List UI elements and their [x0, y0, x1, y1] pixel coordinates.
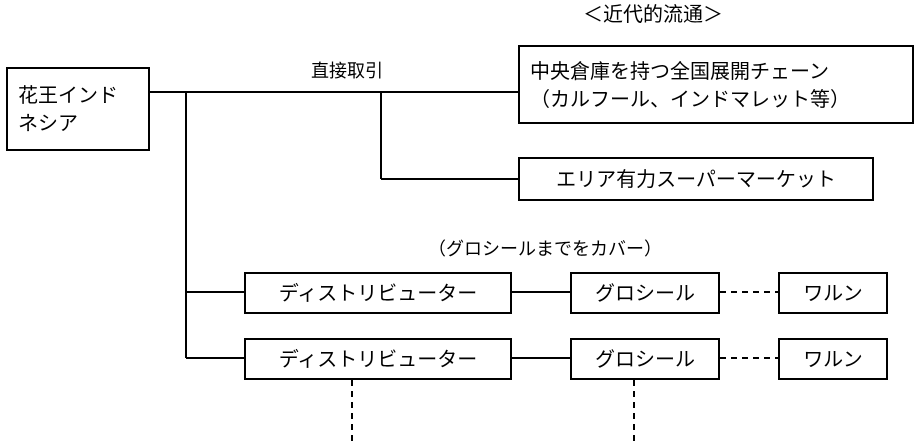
national-chain-box: 中央倉庫を持つ全国展開チェーン （カルフール、インドマレット等）: [518, 45, 914, 124]
chain-line-2: （カルフール、インドマレット等）: [530, 87, 850, 111]
direct-trade-label: 直接取引: [311, 61, 383, 82]
area-supermarket-box: エリア有力スーパーマーケット: [518, 157, 874, 201]
source-line-2: ネシア: [18, 111, 78, 135]
warung-box: ワルン: [778, 272, 888, 314]
kao-indonesia-box: 花王インド ネシア: [6, 67, 150, 151]
grosir-box: グロシール: [570, 338, 720, 380]
chain-line-1: 中央倉庫を持つ全国展開チェーン: [530, 59, 829, 83]
distributor-box: ディストリビューター: [244, 272, 512, 314]
distributor-box: ディストリビューター: [244, 338, 512, 380]
warung-box: ワルン: [778, 338, 888, 380]
grosir-box: グロシール: [570, 272, 720, 314]
source-line-1: 花王インド: [18, 83, 118, 107]
grosir-coverage-note: （グロシールまでをカバー）: [428, 239, 662, 260]
header-label: ＜近代的流通＞: [583, 2, 723, 26]
